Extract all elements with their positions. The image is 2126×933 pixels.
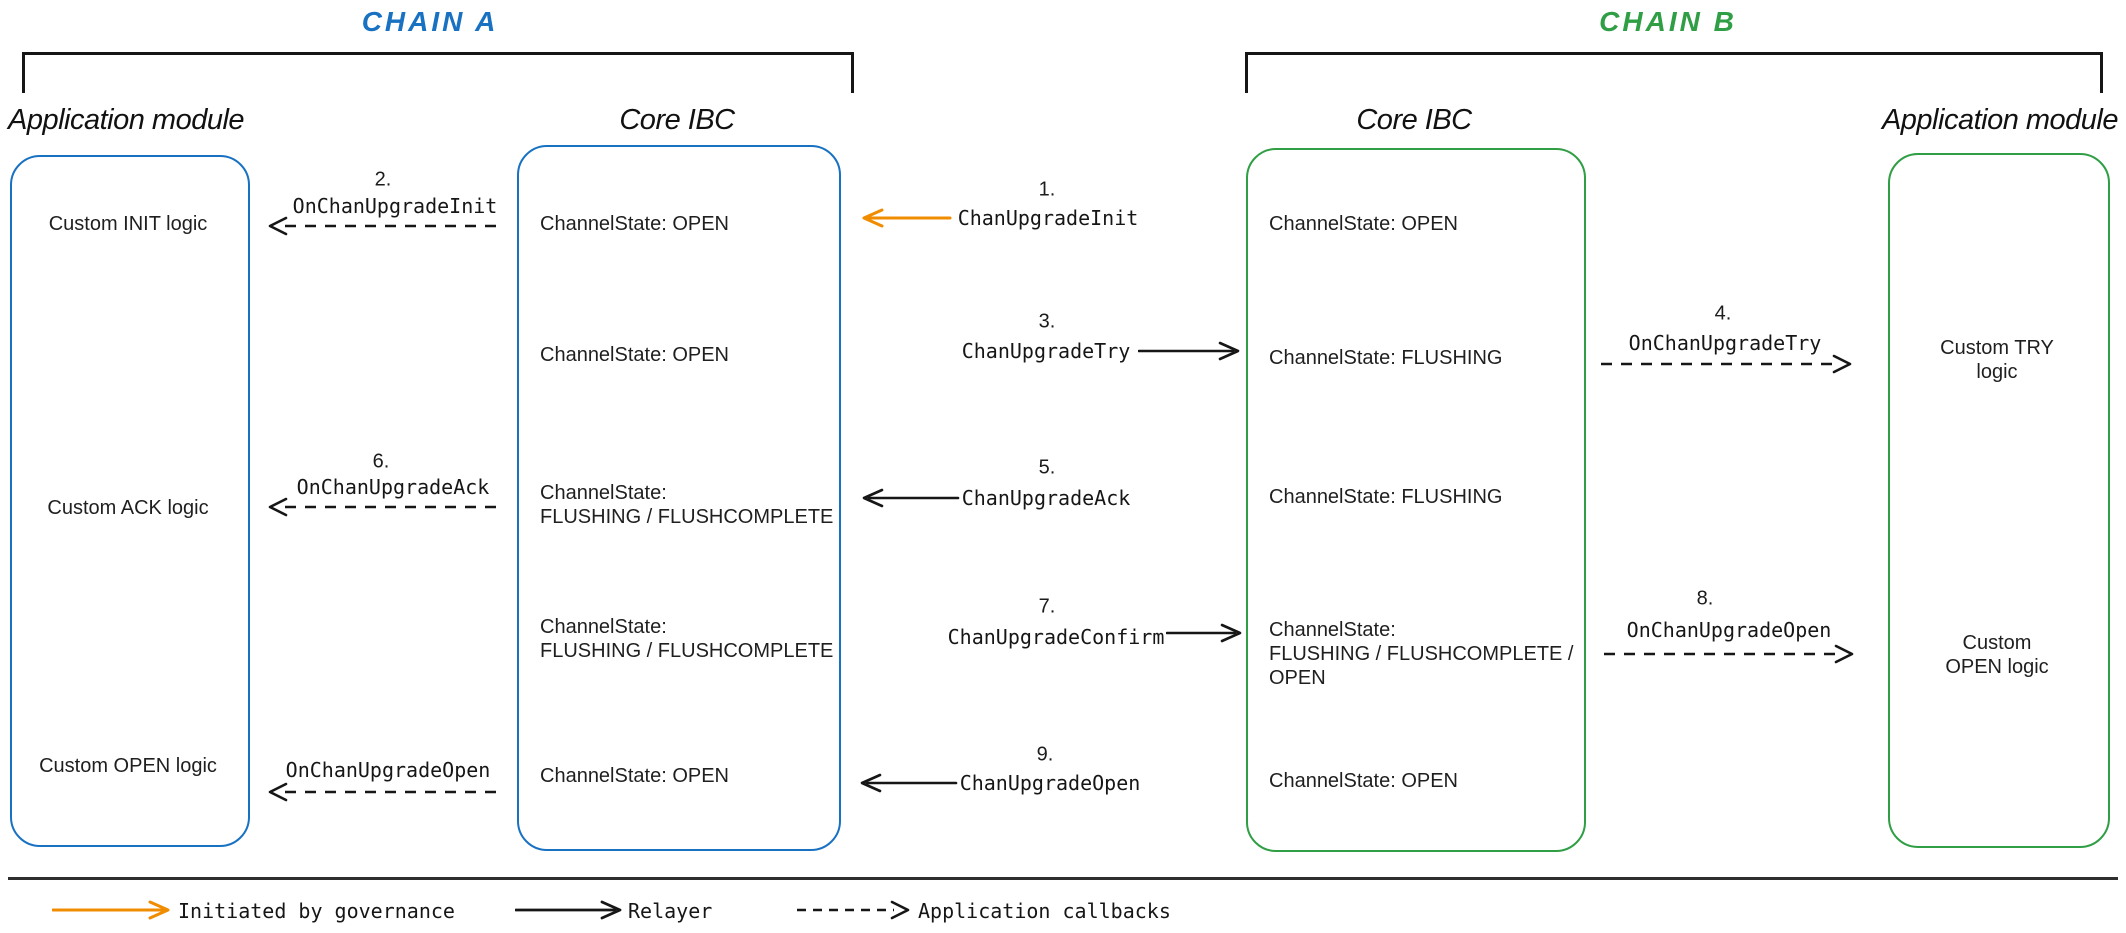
msg-5-label: ChanUpgradeAck <box>961 486 1131 510</box>
msg-5-number: 5. <box>1038 456 1056 479</box>
heading-application-module-a: Application module <box>8 104 245 136</box>
core-b-row-3: ChannelState: FLUSHING <box>1269 486 1503 508</box>
chain-b-bracket <box>1245 52 2103 93</box>
app-a-row-open: Custom OPEN logic <box>39 755 217 777</box>
relayer-arrow-7 <box>1166 623 1242 643</box>
legend-callbacks-arrow <box>797 900 910 920</box>
callback-arrow-2 <box>268 216 496 236</box>
core-b-row-2: ChannelState: FLUSHING <box>1269 347 1503 369</box>
msg-4-label: OnChanUpgradeTry <box>1628 331 1822 355</box>
app-a-row-ack: Custom ACK logic <box>47 497 209 519</box>
msg-6-label: OnChanUpgradeAck <box>296 475 490 499</box>
legend-relayer-arrow <box>515 900 622 920</box>
msg-8-label: OnChanUpgradeOpen <box>1626 618 1832 642</box>
relayer-arrow-3 <box>1138 341 1240 361</box>
app-a-row-init: Custom INIT logic <box>48 213 208 235</box>
core-a-row-4: ChannelState: FLUSHING / FLUSHCOMPLETE <box>540 616 834 662</box>
legend-divider <box>8 877 2118 880</box>
legend-governance-arrow <box>52 900 170 920</box>
msg-1-label: ChanUpgradeInit <box>957 206 1139 230</box>
relayer-arrow-5 <box>862 488 960 508</box>
msg-3-label: ChanUpgradeTry <box>961 339 1131 363</box>
msg-8-number: 8. <box>1696 587 1714 610</box>
box-application-module-a <box>10 155 250 847</box>
heading-application-module-b: Application module <box>1881 104 2119 136</box>
app-b-row-open: Custom OPEN logic <box>1945 632 2049 678</box>
app-b-row-try: Custom TRY logic <box>1940 337 2054 383</box>
chain-b-title: CHAIN B <box>1599 6 1737 37</box>
msg-7-number: 7. <box>1038 595 1056 618</box>
legend-governance-label: Initiated by governance <box>178 899 455 923</box>
msg-6-number: 6. <box>372 450 390 473</box>
callback-arrow-8 <box>1604 644 1854 664</box>
core-a-row-1: ChannelState: OPEN <box>540 213 729 235</box>
heading-core-ibc-a: Core IBC <box>619 104 735 136</box>
callback-arrow-6 <box>268 497 496 517</box>
core-b-row-1: ChannelState: OPEN <box>1269 213 1458 235</box>
core-a-row-2: ChannelState: OPEN <box>540 344 729 366</box>
chain-a-title: CHAIN A <box>361 6 499 37</box>
msg-3-number: 3. <box>1038 310 1056 333</box>
msg-open-callback-label: OnChanUpgradeOpen <box>285 758 491 782</box>
msg-7-label: ChanUpgradeConfirm <box>947 625 1165 649</box>
core-b-row-5: ChannelState: OPEN <box>1269 770 1458 792</box>
box-application-module-b <box>1888 153 2110 848</box>
legend-relayer-label: Relayer <box>628 899 713 923</box>
msg-1-number: 1. <box>1038 178 1056 201</box>
core-a-row-3: ChannelState: FLUSHING / FLUSHCOMPLETE <box>540 482 834 528</box>
chain-a-bracket <box>22 52 854 93</box>
heading-core-ibc-b: Core IBC <box>1356 104 1472 136</box>
callback-arrow-4 <box>1601 354 1852 374</box>
box-core-ibc-b <box>1246 148 1586 852</box>
core-b-row-4: ChannelState: FLUSHING / FLUSHCOMPLETE /… <box>1269 619 1574 689</box>
msg-9-label: ChanUpgradeOpen <box>959 771 1141 795</box>
box-core-ibc-a <box>517 145 841 851</box>
msg-9-number: 9. <box>1036 743 1054 766</box>
callback-arrow-open-a <box>268 782 496 802</box>
msg-2-label: OnChanUpgradeInit <box>292 194 498 218</box>
core-a-row-5: ChannelState: OPEN <box>540 765 729 787</box>
relayer-arrow-9 <box>860 773 958 793</box>
msg-4-number: 4. <box>1714 302 1732 325</box>
governance-arrow-1 <box>862 208 952 228</box>
msg-2-number: 2. <box>374 168 392 191</box>
legend-callbacks-label: Application callbacks <box>918 899 1171 923</box>
